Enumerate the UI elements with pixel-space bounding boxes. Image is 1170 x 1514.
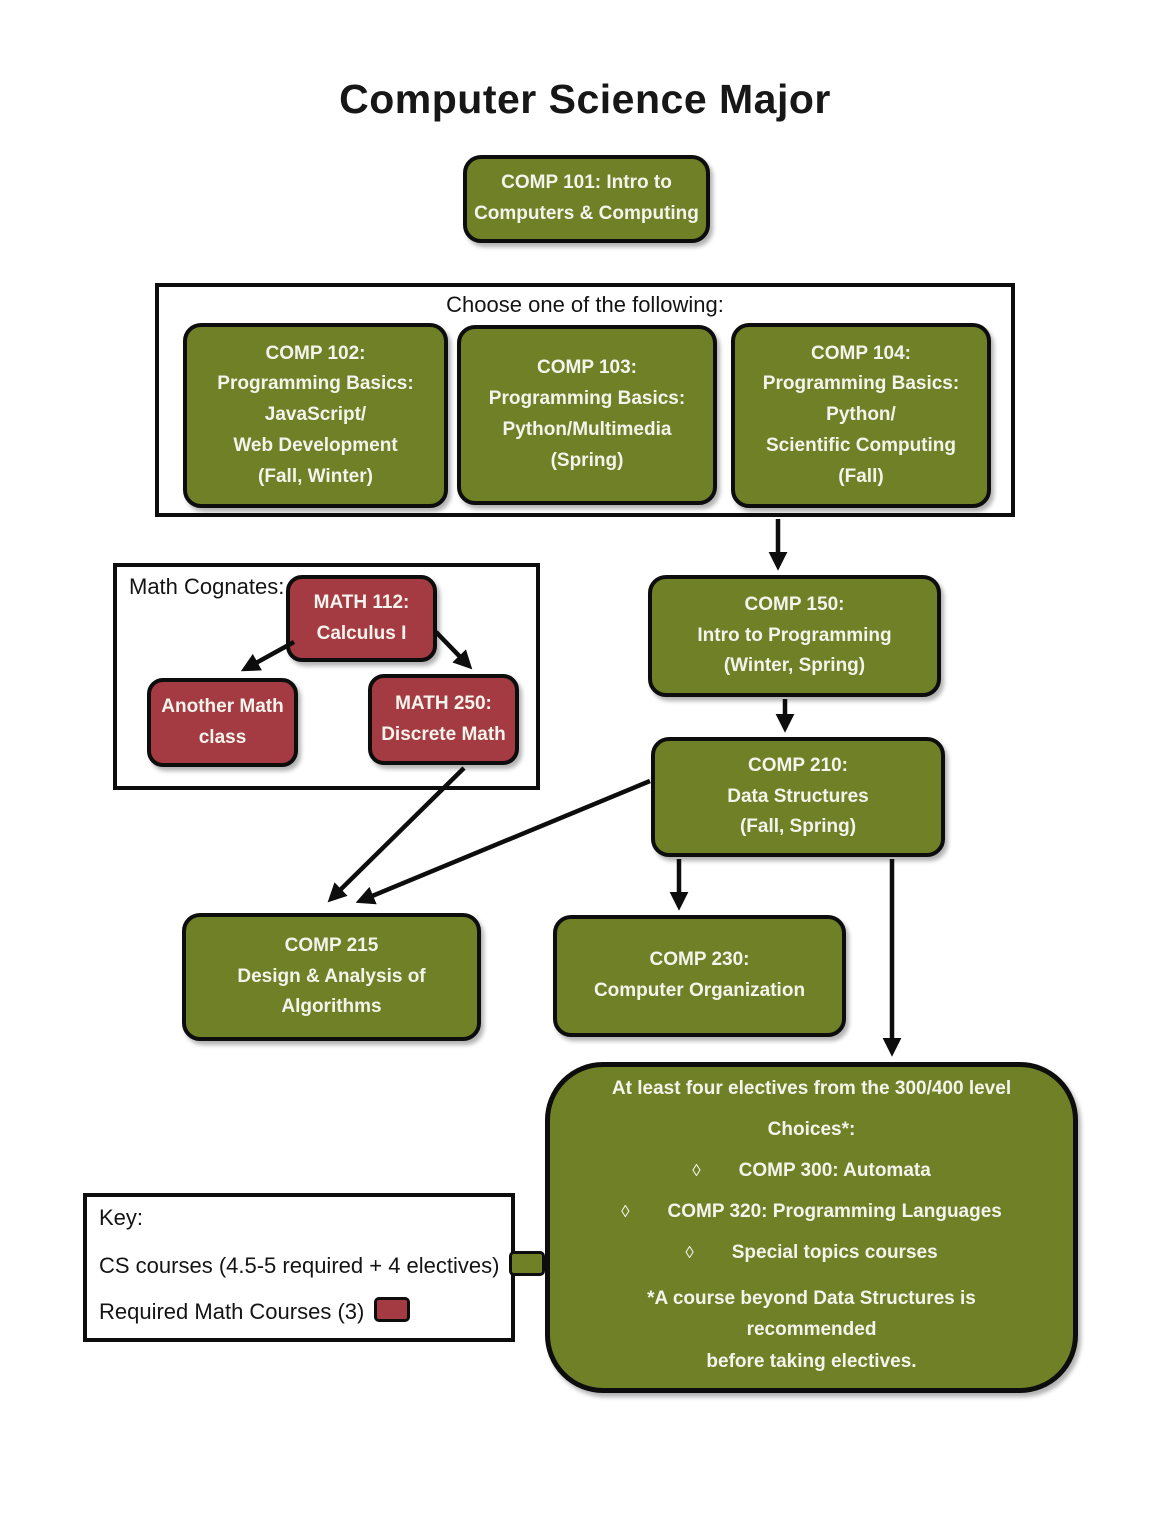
node-comp215: COMP 215 Design & Analysis of Algorithms <box>182 913 481 1041</box>
key-math-row: Required Math Courses (3) <box>99 1297 411 1325</box>
key-cs-row: CS courses (4.5-5 required + 4 electives… <box>99 1251 546 1279</box>
arrow-comp210-comp215 <box>355 778 651 905</box>
node-comp101: COMP 101: Intro to Computers & Computing <box>463 155 710 243</box>
key-frame <box>83 1193 515 1342</box>
key-math-label: Required Math Courses (3) <box>99 1299 365 1324</box>
elective-item: ◊ COMP 320: Programming Languages <box>621 1201 1002 1223</box>
elective-item: ◊ COMP 300: Automata <box>692 1160 931 1182</box>
electives-heading: At least four electives from the 300/400… <box>611 1077 1012 1099</box>
node-comp230: COMP 230: Computer Organization <box>553 915 846 1037</box>
diamond-bullet-icon: ◊ <box>621 1201 630 1221</box>
electives-choices-label: Choices*: <box>767 1118 856 1140</box>
node-comp210: COMP 210: Data Structures (Fall, Spring) <box>651 737 945 857</box>
node-math250: MATH 250: Discrete Math <box>368 674 519 765</box>
electives-footnote: *A course beyond Data Structures is reco… <box>647 1287 976 1372</box>
node-another-math: Another Math class <box>147 678 298 767</box>
math-cognates-label: Math Cognates: <box>129 574 285 599</box>
node-comp102: COMP 102: Programming Basics: JavaScript… <box>183 323 448 508</box>
diamond-bullet-icon: ◊ <box>685 1242 694 1262</box>
node-math112: MATH 112: Calculus I <box>286 575 437 662</box>
key-label: Key: <box>99 1205 144 1230</box>
diamond-bullet-icon: ◊ <box>692 1160 701 1180</box>
node-electives: At least four electives from the 300/400… <box>545 1062 1078 1393</box>
node-comp150: COMP 150: Intro to Programming (Winter, … <box>648 575 941 697</box>
key-cs-label: CS courses (4.5-5 required + 4 electives… <box>99 1253 500 1278</box>
elective-item-label: Special topics courses <box>731 1241 938 1263</box>
elective-item-label: COMP 300: Automata <box>738 1159 931 1181</box>
node-comp103: COMP 103: Programming Basics: Python/Mul… <box>457 325 717 505</box>
math-course-swatch <box>374 1297 411 1322</box>
elective-item-label: COMP 320: Programming Languages <box>667 1200 1002 1222</box>
node-comp104: COMP 104: Programming Basics: Python/ Sc… <box>731 323 991 508</box>
page-title: Computer Science Major <box>339 76 831 122</box>
cs-course-swatch <box>509 1251 546 1276</box>
choose-one-label: Choose one of the following: <box>446 292 724 317</box>
elective-item: ◊ Special topics courses <box>685 1242 937 1264</box>
